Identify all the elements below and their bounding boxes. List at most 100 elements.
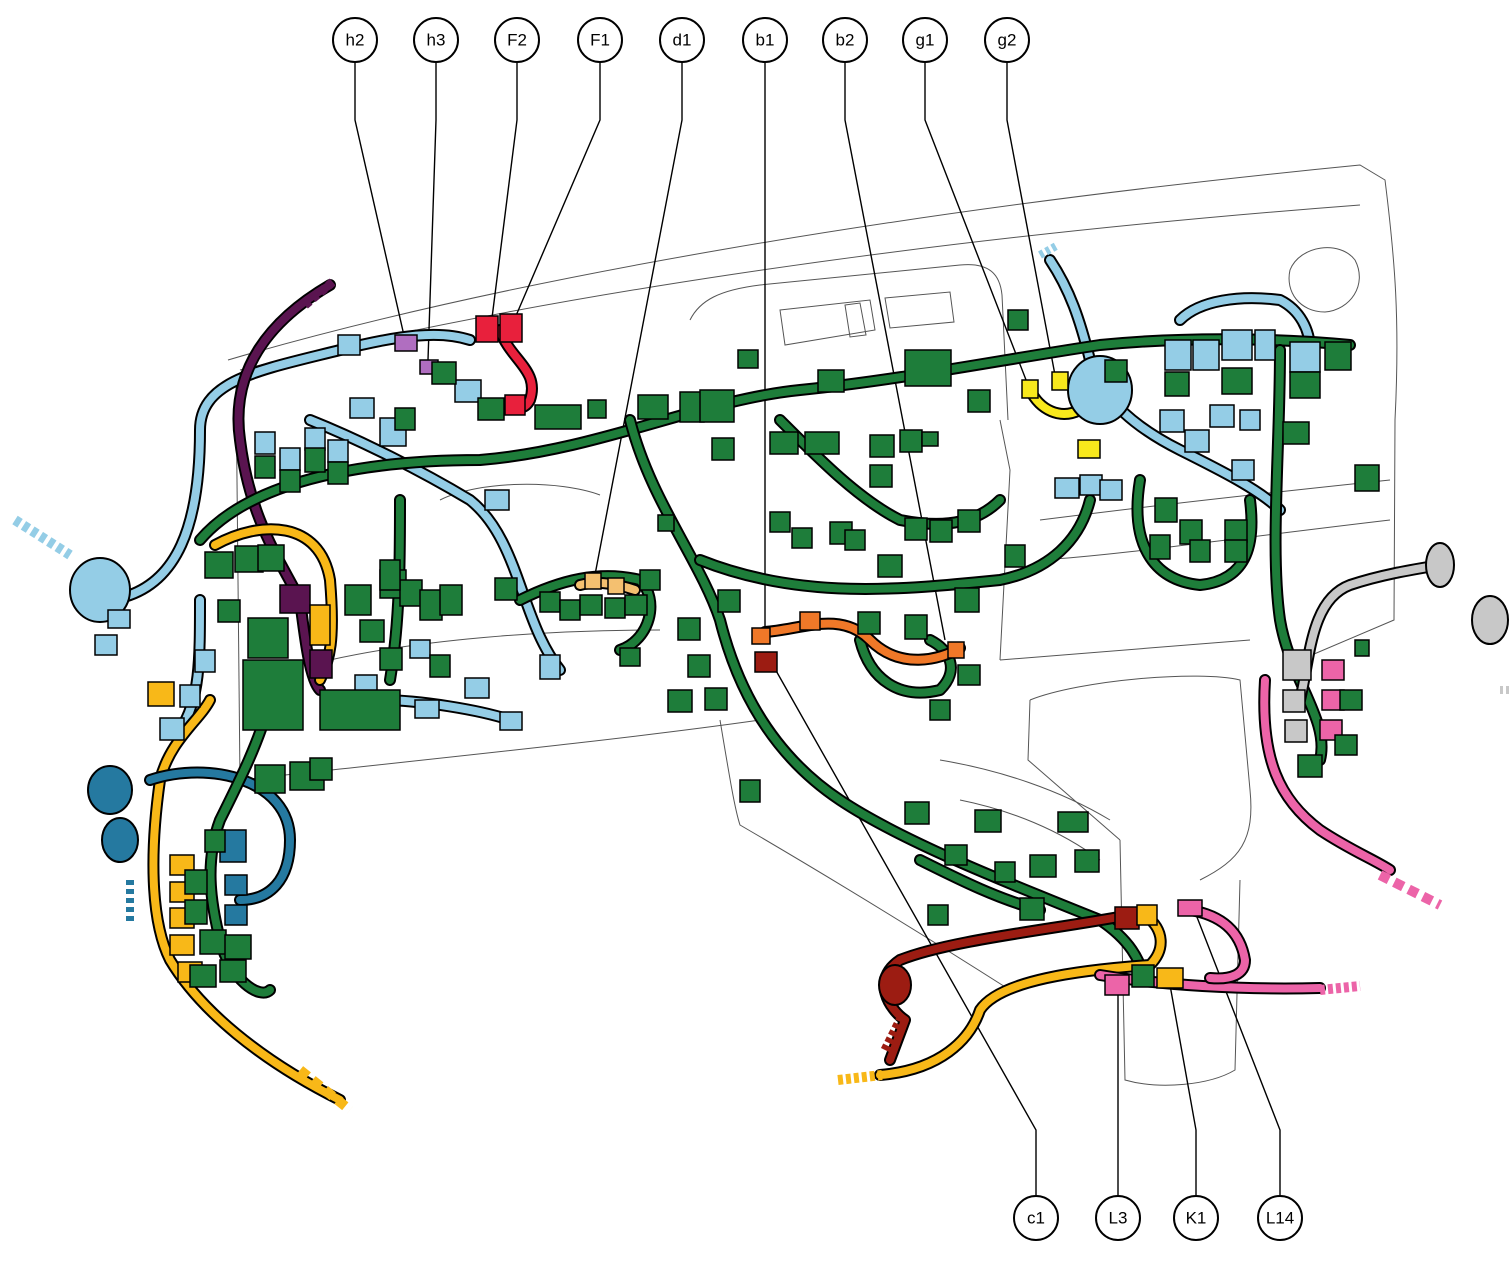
connector-red — [499, 313, 523, 343]
connector-light-blue — [1209, 404, 1235, 428]
connector-green — [224, 934, 252, 960]
connector-green — [904, 349, 952, 387]
connector-green — [477, 397, 505, 421]
grommets — [69, 355, 1509, 1006]
connector-green — [587, 399, 607, 419]
connector-green — [184, 899, 208, 925]
callout-K1: K1 — [1173, 1195, 1219, 1241]
connector-light-blue — [107, 609, 131, 629]
connector-green — [624, 594, 648, 616]
light-blue-harness — [104, 328, 566, 736]
connector-green — [994, 861, 1016, 883]
connector-tan — [584, 572, 602, 590]
connector-amber — [309, 604, 331, 646]
connector-light-blue — [94, 634, 118, 656]
connector-dark-blue — [224, 874, 248, 896]
connector-green — [637, 394, 669, 420]
connector-green — [944, 844, 968, 866]
connector-green — [217, 599, 241, 623]
callout-g2: g2 — [984, 17, 1030, 63]
connector-light-blue — [1239, 409, 1261, 431]
callout-label-b1: b1 — [756, 31, 775, 50]
callout-label-c1: c1 — [1027, 1209, 1045, 1228]
connector-green — [219, 959, 247, 983]
connector-green — [439, 584, 463, 616]
left-grommet — [69, 557, 131, 623]
connector-light-blue — [1184, 429, 1210, 453]
callout-label-g2: g2 — [998, 31, 1017, 50]
connector-green — [394, 407, 416, 431]
connector-green — [319, 689, 401, 731]
connector-light-blue — [1099, 479, 1123, 501]
connector-green — [1297, 754, 1323, 778]
connector-green — [1189, 539, 1211, 563]
connector-green — [904, 801, 930, 825]
connector-green — [1019, 897, 1045, 921]
callout-label-L14: L14 — [1266, 1209, 1294, 1228]
connector-orange — [947, 641, 965, 659]
connector-light-blue — [254, 431, 276, 455]
connector-green — [739, 779, 761, 803]
connector-light-blue — [1231, 459, 1255, 481]
connector-green — [657, 514, 675, 532]
connector-green — [1289, 371, 1321, 399]
callout-F2: F2 — [494, 17, 540, 63]
connector-green — [184, 869, 208, 895]
connector-green — [1104, 359, 1128, 383]
connector-green — [379, 647, 403, 671]
connector-green — [639, 569, 661, 591]
connector-green — [1074, 849, 1100, 873]
main-green-harness — [194, 333, 1356, 999]
callout-c1: c1 — [1013, 1195, 1059, 1241]
connector-green — [974, 809, 1002, 833]
callout-F1: F1 — [577, 17, 623, 63]
connector-pink — [1321, 659, 1345, 681]
connector-light-blue — [327, 439, 349, 463]
callout-label-g1: g1 — [916, 31, 935, 50]
gray-harness-right — [1294, 559, 1446, 706]
connector-green — [204, 551, 234, 579]
callouts-bottom: c1 L3 K1 L14 — [1013, 1195, 1303, 1241]
connector-red — [475, 315, 499, 343]
connector-light-blue — [304, 427, 326, 451]
connector-light-blue — [484, 489, 510, 511]
connector-tan — [607, 577, 625, 595]
connector-green — [494, 577, 518, 601]
connector-green — [539, 591, 561, 613]
connector-orange — [751, 627, 771, 645]
connector-purple — [309, 649, 333, 679]
connector-green — [877, 554, 903, 578]
connector-green — [957, 509, 981, 533]
connector-green — [399, 579, 423, 607]
connector-light-blue — [279, 447, 301, 471]
connector-light-blue — [1159, 409, 1185, 433]
dark-red-boot — [878, 964, 912, 1006]
connector-green — [929, 519, 953, 543]
connector-green — [344, 584, 372, 616]
callout-h3: h3 — [413, 17, 459, 63]
connector-yellow — [1077, 439, 1101, 459]
callout-g1: g1 — [902, 17, 948, 63]
connector-light-blue — [409, 639, 431, 659]
connector-green — [869, 434, 895, 458]
connector-green — [769, 511, 791, 533]
orange-harness — [759, 617, 966, 666]
connector-green — [1339, 689, 1363, 711]
callouts-top: h2 h3 F2 F1 d1 b1 b2 g1 — [332, 17, 1030, 63]
connector-green — [804, 431, 840, 455]
connector-green — [967, 389, 991, 413]
connector-light-blue — [1221, 329, 1253, 361]
connector-green — [791, 527, 813, 549]
amber-harness-bottom — [874, 909, 1167, 1081]
connector-green — [1354, 639, 1370, 657]
connector-green — [904, 517, 928, 541]
connector-green — [1004, 544, 1026, 568]
callout-leader-lines — [354, 62, 1281, 1195]
connector-green — [769, 431, 799, 455]
connector-green — [257, 544, 285, 572]
connector-green — [204, 829, 226, 853]
connector-green — [869, 464, 893, 488]
connector-green — [309, 757, 333, 781]
connector-green — [1224, 539, 1248, 563]
